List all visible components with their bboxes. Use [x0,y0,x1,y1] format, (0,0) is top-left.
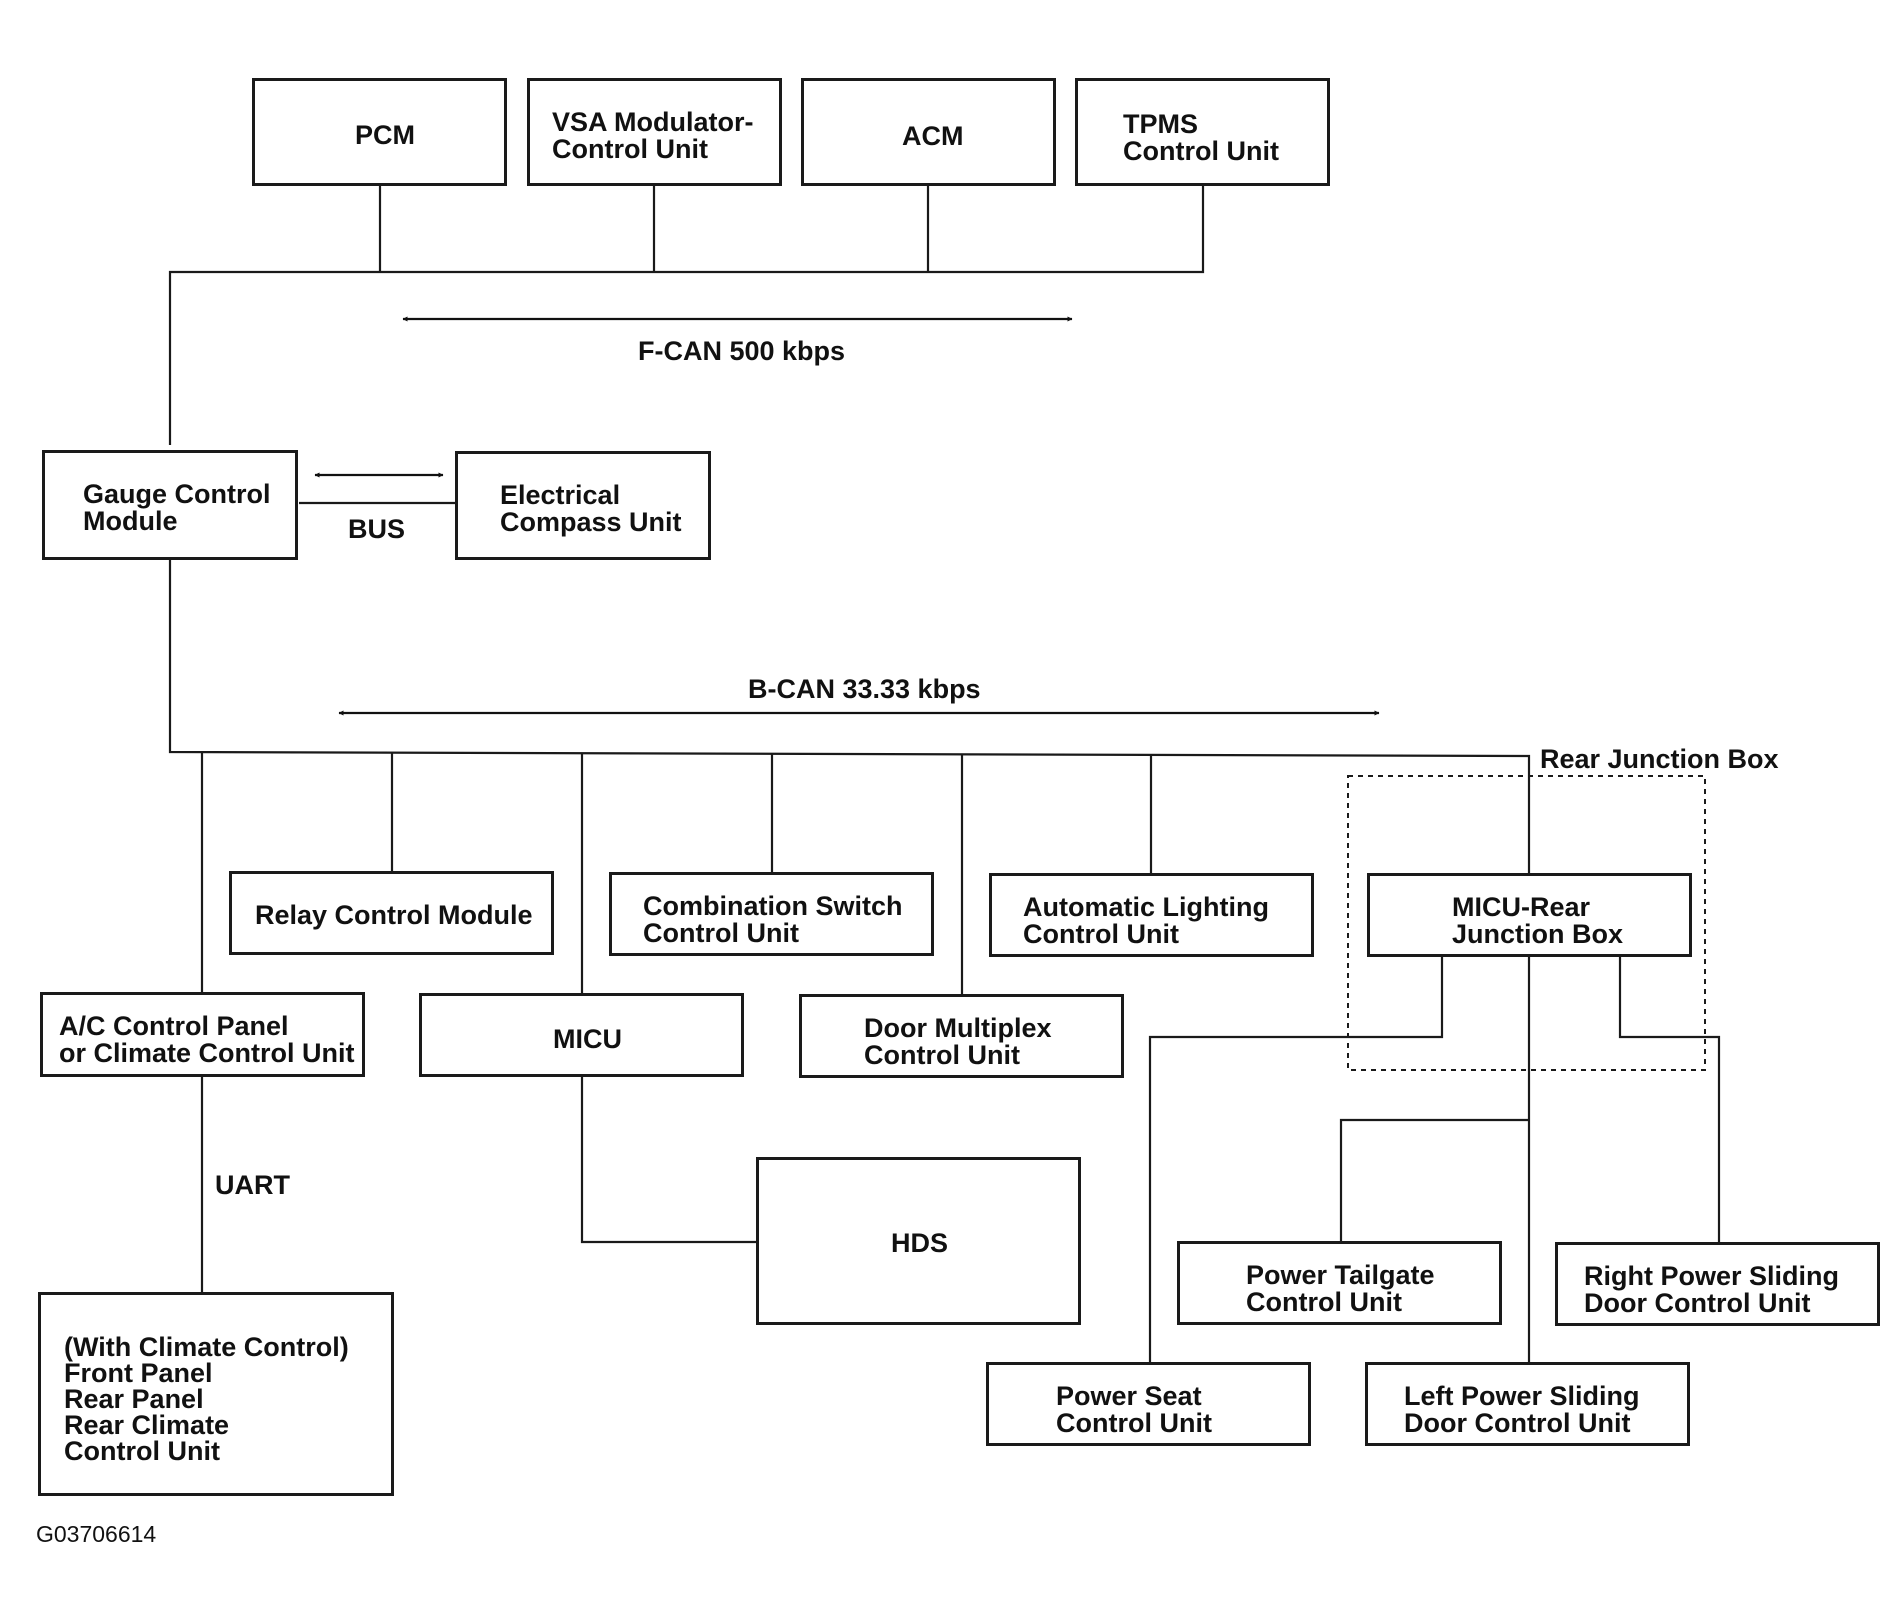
electrical-compass-box: Electrical Compass Unit [455,451,711,560]
vsa-modulator-box: VSA Modulator- Control Unit [527,78,782,186]
f-can-bus-line [168,184,1205,445]
acm-label: ACM [902,121,964,151]
figure-code: G03706614 [36,1521,157,1547]
pcm-box: PCM [252,78,507,186]
door-multiplex-label: Door Multiplex Control Unit [864,1013,1052,1070]
right-power-sliding-door-box: Right Power Sliding Door Control Unit [1555,1242,1880,1326]
gauge-control-module-box: Gauge Control Module [42,450,298,560]
power-seat-label: Power Seat Control Unit [1056,1381,1212,1438]
rear-junction-box-outline [1347,775,1706,1071]
b-can-label: B-CAN 33.33 kbps [748,674,981,704]
micu-label: MICU [553,1024,622,1054]
rear-junction-box-label: Rear Junction Box [1540,744,1779,774]
climate-control-box: (With Climate Control) Front Panel Rear … [38,1292,394,1496]
hds-box: HDS [756,1157,1081,1325]
right-power-sliding-door-label: Right Power Sliding Door Control Unit [1584,1261,1839,1318]
micu-rear-junction-box: MICU-Rear Junction Box [1367,873,1692,957]
automatic-lighting-label: Automatic Lighting Control Unit [1023,892,1269,949]
combination-switch-label: Combination Switch Control Unit [643,891,903,948]
bus-label: BUS [348,514,406,544]
tpms-label: TPMS Control Unit [1123,109,1279,166]
left-power-sliding-door-box: Left Power Sliding Door Control Unit [1365,1362,1690,1446]
climate-control-label: (With Climate Control) Front Panel Rear … [64,1332,349,1466]
relay-control-module-label: Relay Control Module [255,900,533,930]
gauge-control-module-label: Gauge Control Module [83,479,271,536]
door-multiplex-box: Door Multiplex Control Unit [799,994,1124,1078]
micu-hds-line [580,1077,757,1244]
hds-label: HDS [891,1228,949,1258]
relay-control-module-box: Relay Control Module [229,871,554,955]
uart-label: UART [215,1170,290,1200]
tpms-box: TPMS Control Unit [1075,78,1330,186]
b-can-bus-line [168,558,1531,994]
electrical-compass-label: Electrical Compass Unit [500,480,682,537]
f-can-label: F-CAN 500 kbps [638,336,846,366]
left-power-sliding-door-label: Left Power Sliding Door Control Unit [1404,1381,1640,1438]
vsa-modulator-label: VSA Modulator- Control Unit [552,107,754,164]
pcm-label: PCM [355,120,415,150]
automatic-lighting-box: Automatic Lighting Control Unit [989,873,1314,957]
ac-control-panel-label: A/C Control Panel or Climate Control Uni… [59,1011,355,1068]
micu-rear-label: MICU-Rear Junction Box [1452,892,1624,949]
acm-box: ACM [801,78,1056,186]
micu-rear-distribution [1148,957,1721,1366]
combination-switch-box: Combination Switch Control Unit [609,872,934,956]
micu-box: MICU [419,993,744,1077]
power-tailgate-label: Power Tailgate Control Unit [1246,1260,1435,1317]
power-tailgate-box: Power Tailgate Control Unit [1177,1241,1502,1325]
power-seat-box: Power Seat Control Unit [986,1362,1311,1446]
ac-control-panel-box: A/C Control Panel or Climate Control Uni… [40,992,365,1077]
